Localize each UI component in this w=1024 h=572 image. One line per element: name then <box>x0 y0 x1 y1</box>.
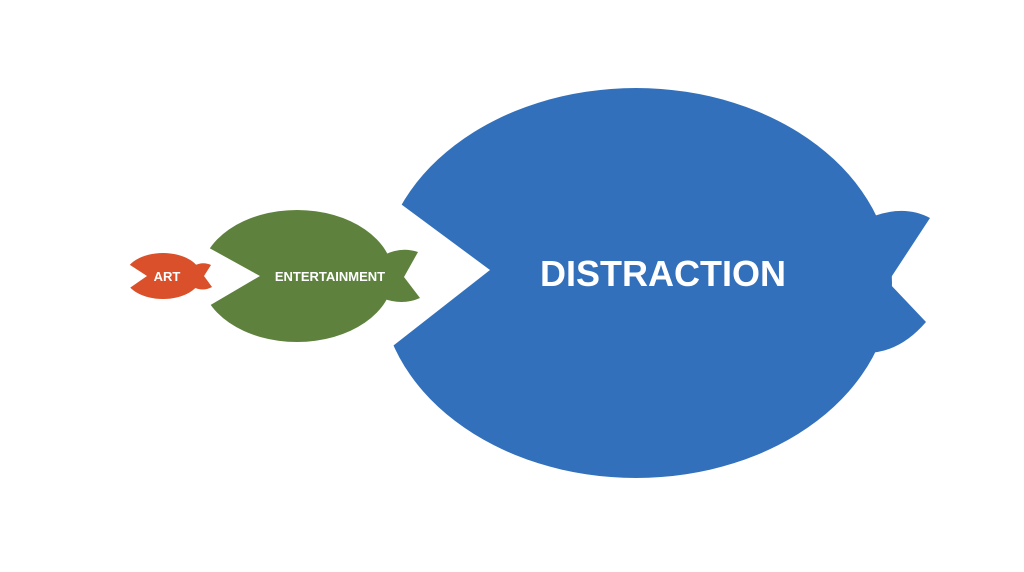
fish-medium-mouth <box>195 240 260 314</box>
fish-medium: ENTERTAINMENT <box>195 210 420 342</box>
fish-small: ART <box>118 253 212 299</box>
fish-small-mouth <box>118 258 147 295</box>
fish-small-body <box>125 253 201 299</box>
fish-medium-label: ENTERTAINMENT <box>275 269 385 284</box>
fish-large: DISTRACTION <box>370 88 930 478</box>
fish-medium-tail <box>382 249 420 302</box>
fish-large-body <box>380 88 892 478</box>
fish-small-label: ART <box>154 269 181 284</box>
fish-medium-body <box>201 210 393 342</box>
fish-large-mouth <box>370 185 490 362</box>
fish-large-label: DISTRACTION <box>540 253 786 294</box>
